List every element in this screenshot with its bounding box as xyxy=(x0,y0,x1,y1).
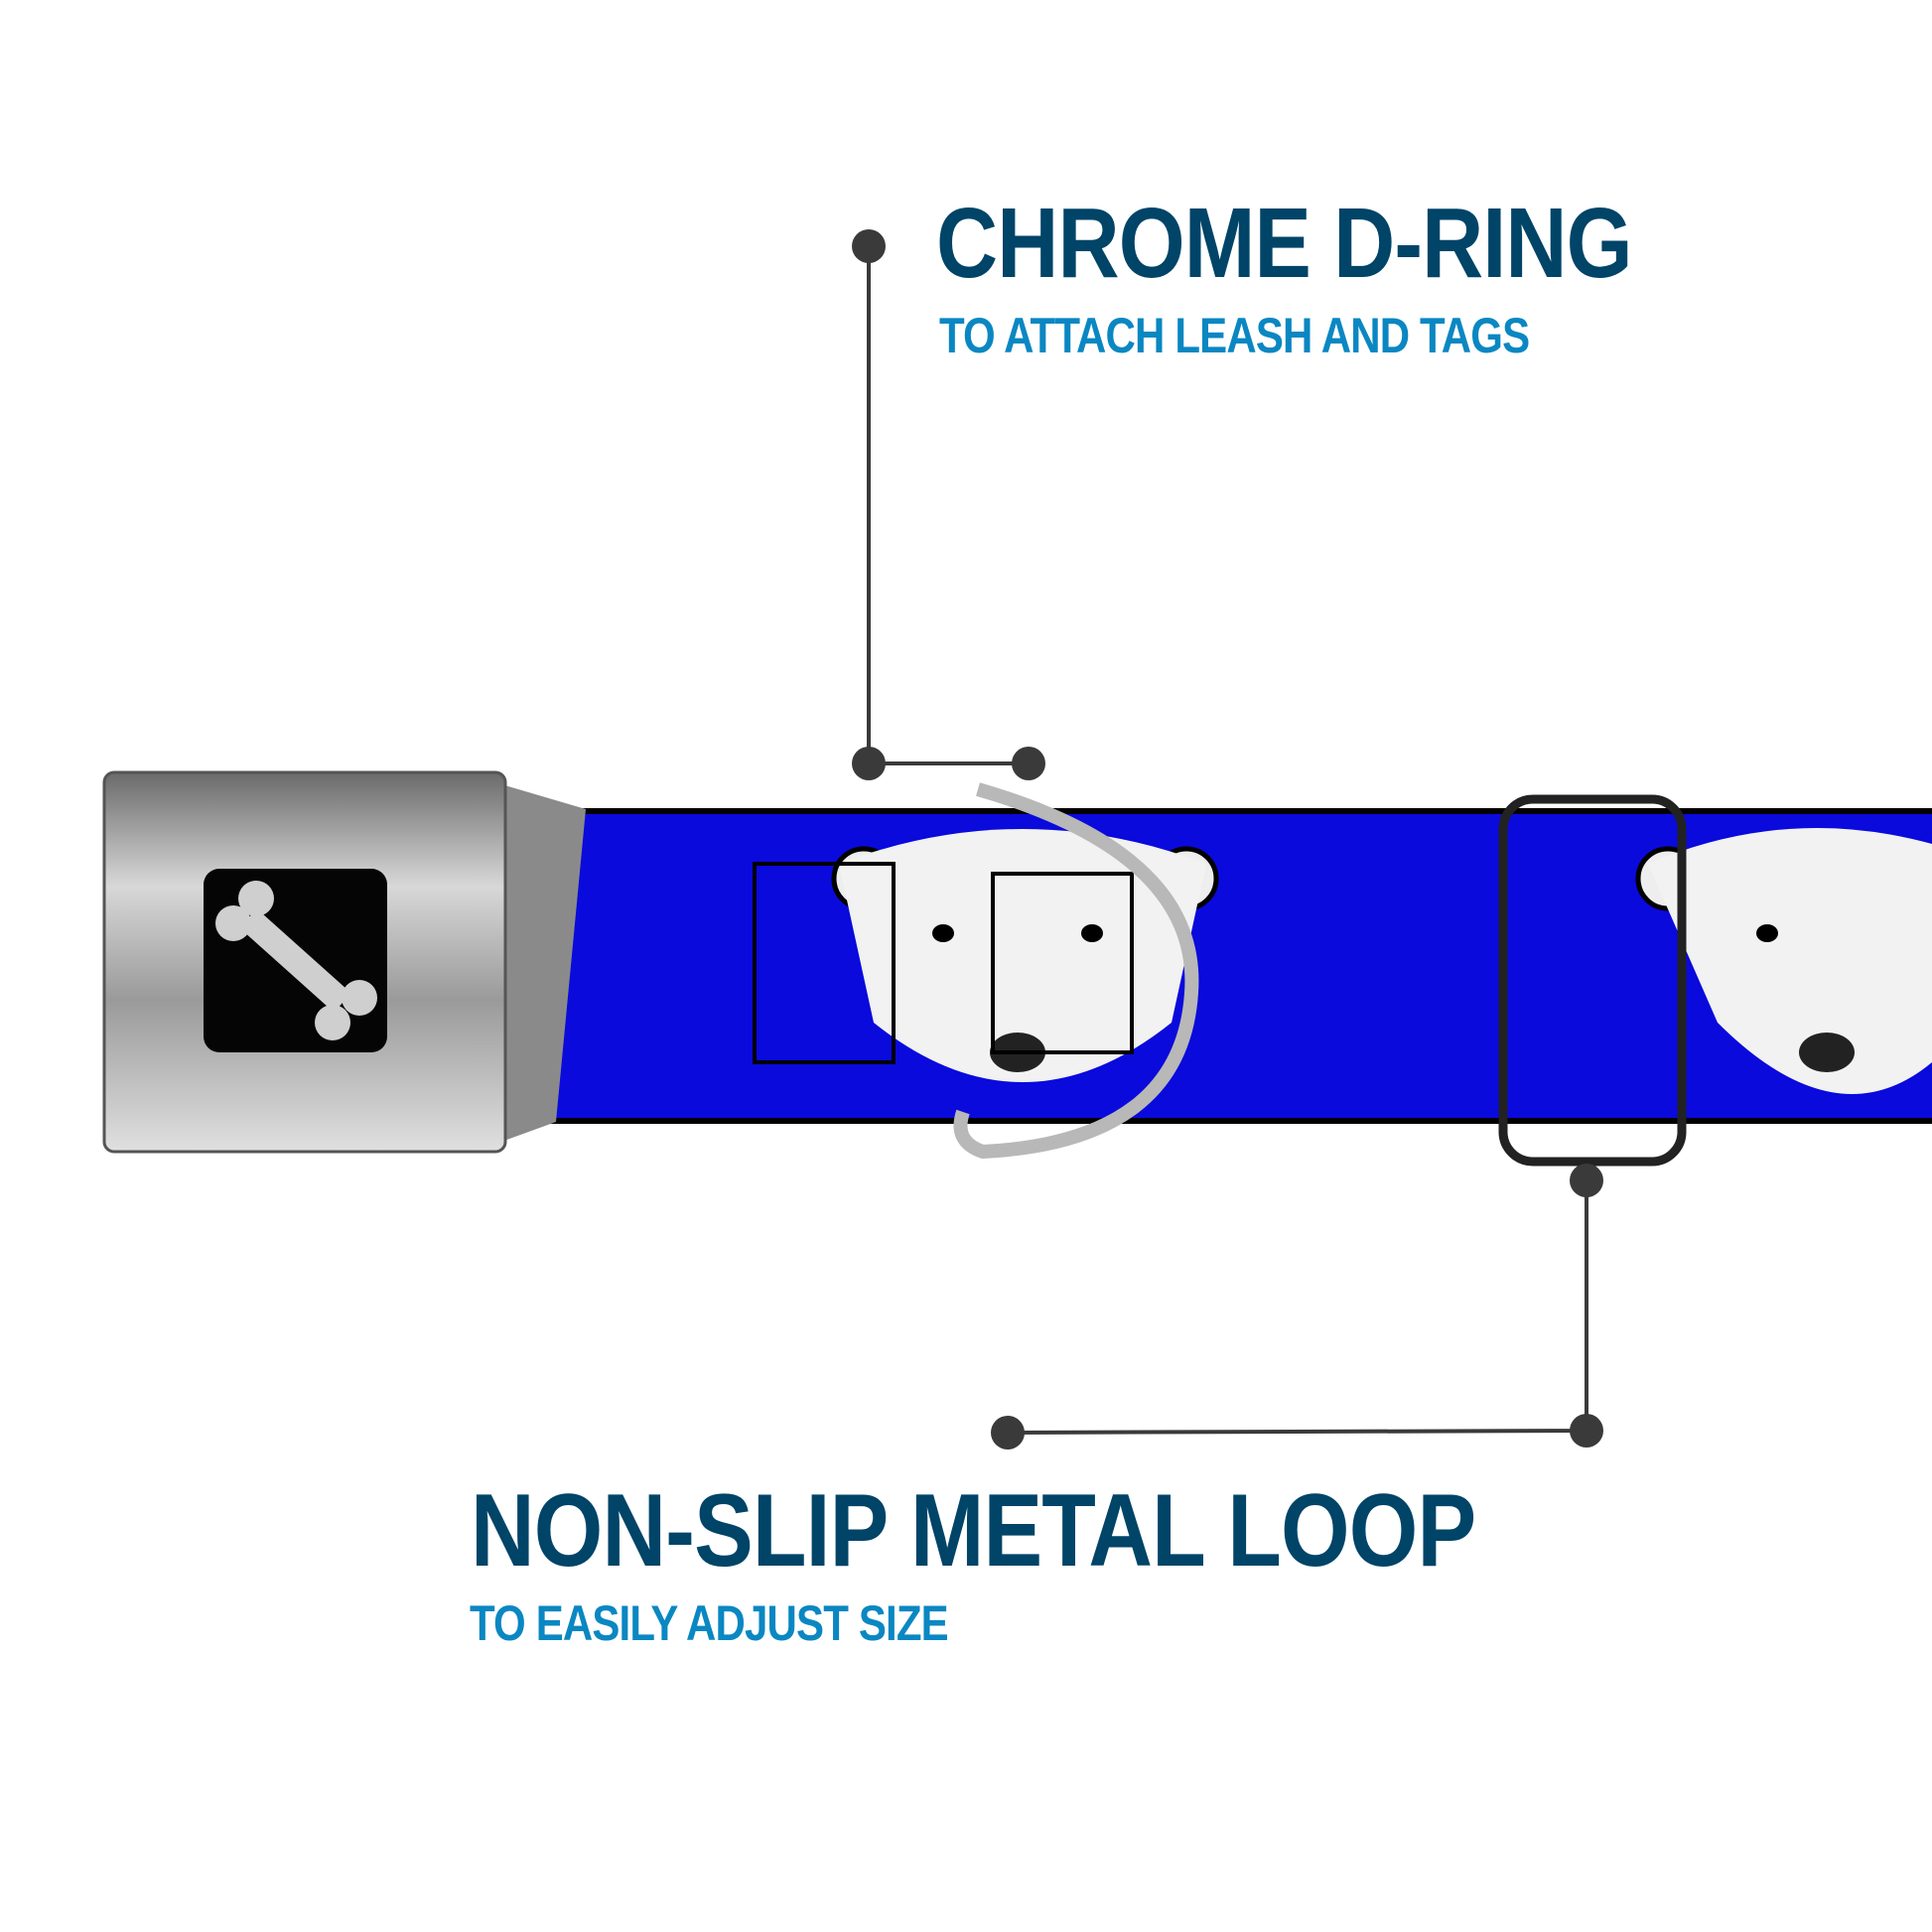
d-ring-subtitle: TO ATTACH LEASH AND TAGS xyxy=(939,308,1530,363)
bone-icon xyxy=(215,881,377,1040)
strap-tab xyxy=(501,784,586,1142)
leader-line-loop xyxy=(991,1164,1603,1449)
d-ring-title: CHROME D-RING xyxy=(936,188,1633,299)
loop-title: NON-SLIP METAL LOOP xyxy=(471,1473,1476,1588)
polar-bear-face xyxy=(753,829,1219,1082)
loop-subtitle: TO EASILY ADJUST SIZE xyxy=(470,1595,949,1651)
metal-loop xyxy=(1498,794,1687,1167)
chrome-d-ring xyxy=(953,782,1199,1160)
leader-line-d-ring xyxy=(852,229,1045,780)
seatbelt-buckle xyxy=(102,770,507,1154)
